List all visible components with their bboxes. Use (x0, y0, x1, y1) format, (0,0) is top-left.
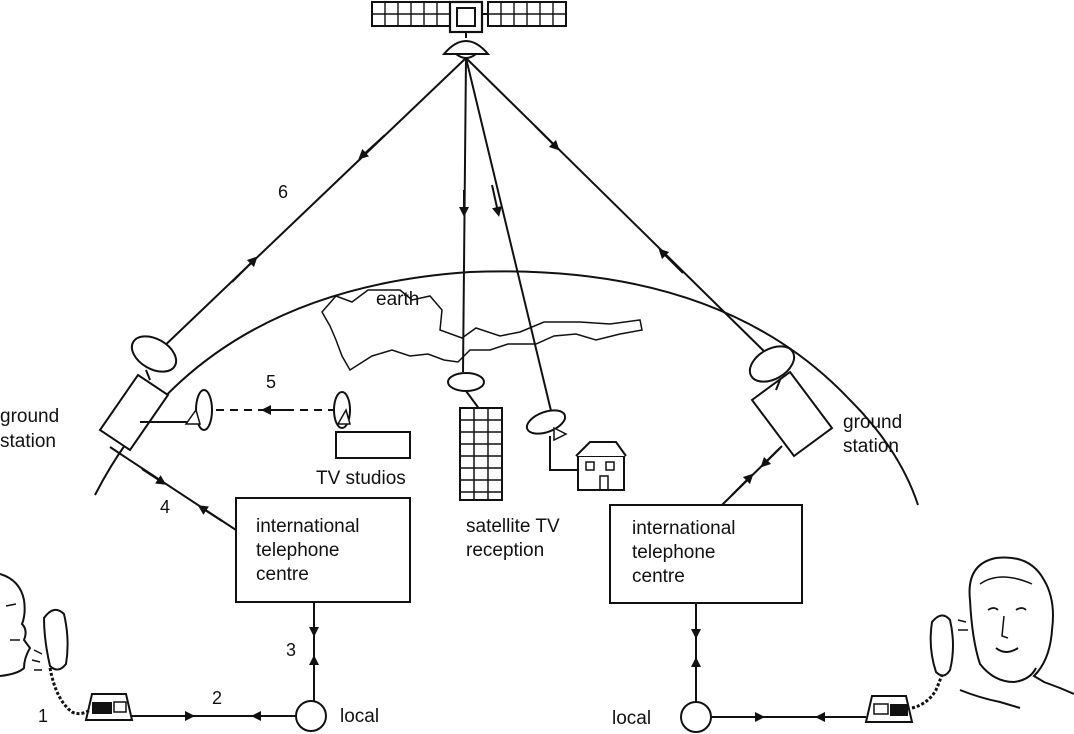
tv-studios (140, 389, 411, 459)
label-itc-right: international (632, 518, 736, 539)
link-3 (295, 602, 327, 732)
label-ground-station-left-2: station (0, 431, 56, 452)
local-exchange-left (295, 700, 327, 732)
label-itc-right-3: centre (632, 566, 685, 587)
itc-right-box (609, 504, 803, 604)
label-satellite-tv-2: reception (466, 540, 544, 561)
label-satellite-tv: satellite TV (466, 516, 560, 537)
label-itc-left-3: centre (256, 564, 309, 585)
dish-icon (333, 391, 351, 429)
person-icon (0, 573, 69, 677)
label-earth: earth (376, 289, 419, 310)
beams (157, 57, 776, 416)
step-1: 1 (38, 706, 48, 726)
label-ground-station-right: ground (843, 412, 902, 433)
link-right-up (721, 445, 783, 506)
ground-station-left (98, 335, 178, 456)
telephone-icon (48, 667, 134, 721)
step-4: 4 (160, 497, 170, 517)
dish-icon (130, 335, 178, 381)
local-exchange-right (680, 701, 712, 733)
dish-icon (748, 345, 796, 391)
satellite-icon (371, 0, 567, 59)
building-icon (447, 372, 503, 501)
earth-outline (94, 270, 919, 506)
ground-station-right (748, 345, 834, 458)
dish-icon (184, 389, 213, 431)
step-6: 6 (278, 182, 288, 202)
link-right-down (680, 603, 712, 733)
label-ground-station-left: ground (0, 406, 59, 427)
label-itc-right-2: telephone (632, 542, 715, 563)
label-ground-station-right-2: station (843, 436, 899, 457)
telephone-icon (864, 661, 948, 723)
label-itc-left-2: telephone (256, 540, 339, 561)
house-icon (525, 409, 627, 491)
link-4 (121, 454, 237, 531)
person-icon (929, 556, 1074, 709)
itc-left-box (235, 497, 411, 603)
step-5: 5 (266, 372, 276, 392)
label-tv-studios: TV studios (316, 468, 406, 489)
label-itc-left: international (256, 516, 360, 537)
label-local-left: local (340, 706, 379, 727)
label-local-right: local (612, 708, 651, 729)
step-2: 2 (212, 688, 222, 708)
step-3: 3 (286, 640, 296, 660)
